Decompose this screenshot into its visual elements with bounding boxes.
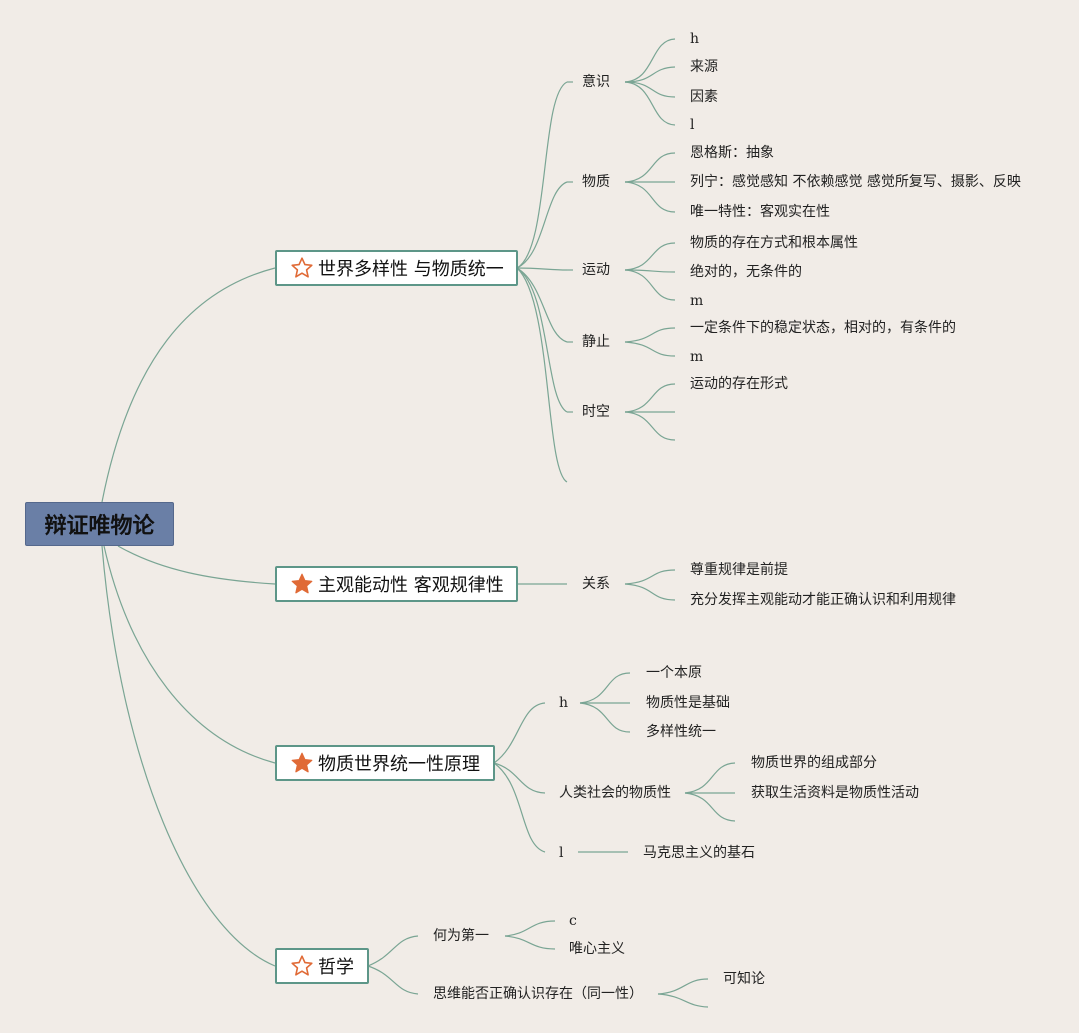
leaf-item[interactable]: 多样性统一: [646, 724, 716, 740]
leaf-item[interactable]: 因素: [690, 89, 718, 105]
leaf-item[interactable]: l: [690, 117, 695, 133]
subtopic-motion[interactable]: 运动: [582, 262, 610, 278]
subtopic-identity-of-thinking-and-being[interactable]: 思维能否正确认识存在（同一性）: [433, 986, 643, 1002]
topic-label: 物质世界统一性原理: [318, 754, 480, 775]
star-filled-icon: [291, 573, 313, 594]
leaf-item[interactable]: 马克思主义的基石: [643, 845, 755, 861]
leaf-item[interactable]: 一定条件下的稳定状态，相对的，有条件的: [690, 320, 956, 336]
leaf-item[interactable]: c: [569, 913, 577, 929]
leaf-item[interactable]: m: [690, 293, 704, 309]
leaf-item[interactable]: 唯一特性：客观实在性: [690, 204, 830, 220]
star-filled-icon: [291, 752, 313, 773]
leaf-item[interactable]: 绝对的，无条件的: [690, 264, 802, 280]
subtopic-spacetime[interactable]: 时空: [582, 404, 610, 420]
leaf-item[interactable]: 物质世界的组成部分: [751, 755, 877, 771]
root-node[interactable]: 辩证唯物论: [25, 502, 174, 546]
leaf-item[interactable]: 尊重规律是前提: [690, 562, 788, 578]
subtopic-rest[interactable]: 静止: [582, 334, 610, 350]
leaf-item[interactable]: 物质性是基础: [646, 695, 730, 711]
topic-label: 哲学: [318, 957, 354, 978]
topic-material-unity[interactable]: 物质世界统一性原理: [275, 745, 495, 781]
subtopic-matter[interactable]: 物质: [582, 174, 610, 190]
leaf-item[interactable]: 物质的存在方式和根本属性: [690, 235, 858, 251]
leaf-item[interactable]: 来源: [690, 59, 718, 75]
topic-label: 主观能动性 客观规律性: [318, 575, 504, 596]
subtopic-h[interactable]: h: [559, 695, 569, 711]
topic-label: 世界多样性 与物质统一: [318, 259, 504, 280]
subtopic-what-is-primary[interactable]: 何为第一: [433, 928, 489, 944]
leaf-item[interactable]: 列宁：感觉感知 不依赖感觉 感觉所复写、摄影、反映: [690, 174, 1021, 190]
leaf-item[interactable]: 可知论: [723, 971, 765, 987]
subtopic-social-materiality[interactable]: 人类社会的物质性: [559, 785, 671, 801]
subtopic-l[interactable]: l: [559, 845, 564, 861]
leaf-item[interactable]: 运动的存在形式: [690, 376, 788, 392]
topic-subjective-objective[interactable]: 主观能动性 客观规律性: [275, 566, 518, 602]
leaf-item[interactable]: 获取生活资料是物质性活动: [751, 785, 919, 801]
leaf-item[interactable]: 一个本原: [646, 665, 702, 681]
star-outline-icon: [291, 257, 313, 278]
topic-world-diversity[interactable]: 世界多样性 与物质统一: [275, 250, 518, 286]
subtopic-consciousness[interactable]: 意识: [582, 74, 610, 90]
leaf-item[interactable]: 恩格斯：抽象: [690, 145, 774, 161]
star-outline-icon: [291, 955, 313, 976]
leaf-item[interactable]: 唯心主义: [569, 941, 625, 957]
leaf-item[interactable]: m: [690, 349, 704, 365]
topic-philosophy[interactable]: 哲学: [275, 948, 369, 984]
subtopic-relation[interactable]: 关系: [582, 576, 610, 592]
leaf-item[interactable]: h: [690, 31, 700, 47]
leaf-item[interactable]: 充分发挥主观能动才能正确认识和利用规律: [690, 592, 956, 608]
